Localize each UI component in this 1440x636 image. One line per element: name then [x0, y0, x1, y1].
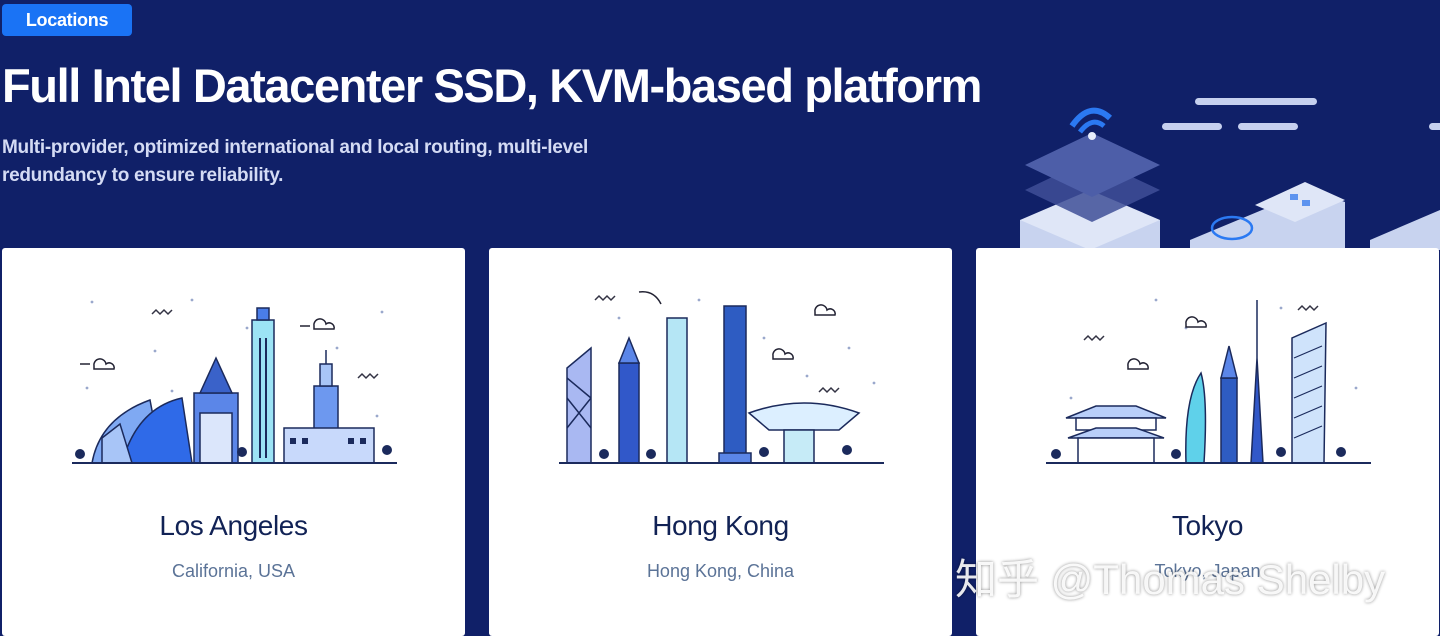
tokyo-skyline-icon	[1046, 298, 1371, 464]
location-city: Tokyo	[1171, 510, 1244, 541]
hong-kong-skyline-icon	[559, 291, 884, 464]
los-angeles-skyline-icon	[72, 298, 397, 464]
locations-badge: Locations	[2, 4, 132, 36]
location-city: Los Angeles	[159, 510, 308, 541]
location-card-tokyo[interactable]: Tokyo Tokyo, Japan	[976, 248, 1439, 636]
server-illustration-icon	[1020, 98, 1440, 250]
location-city: Hong Kong	[652, 510, 789, 541]
location-region: Tokyo, Japan	[1154, 561, 1261, 581]
page-subtitle: Multi-provider, optimized international …	[2, 137, 588, 186]
location-card-los-angeles[interactable]: Los Angeles California, USA	[2, 248, 465, 636]
location-region: California, USA	[171, 561, 296, 581]
page-title: Full Intel Datacenter SSD, KVM-based pla…	[2, 59, 982, 112]
location-region: Hong Kong, China	[646, 561, 795, 581]
location-card-hong-kong[interactable]: Hong Kong Hong Kong, China	[489, 248, 952, 636]
